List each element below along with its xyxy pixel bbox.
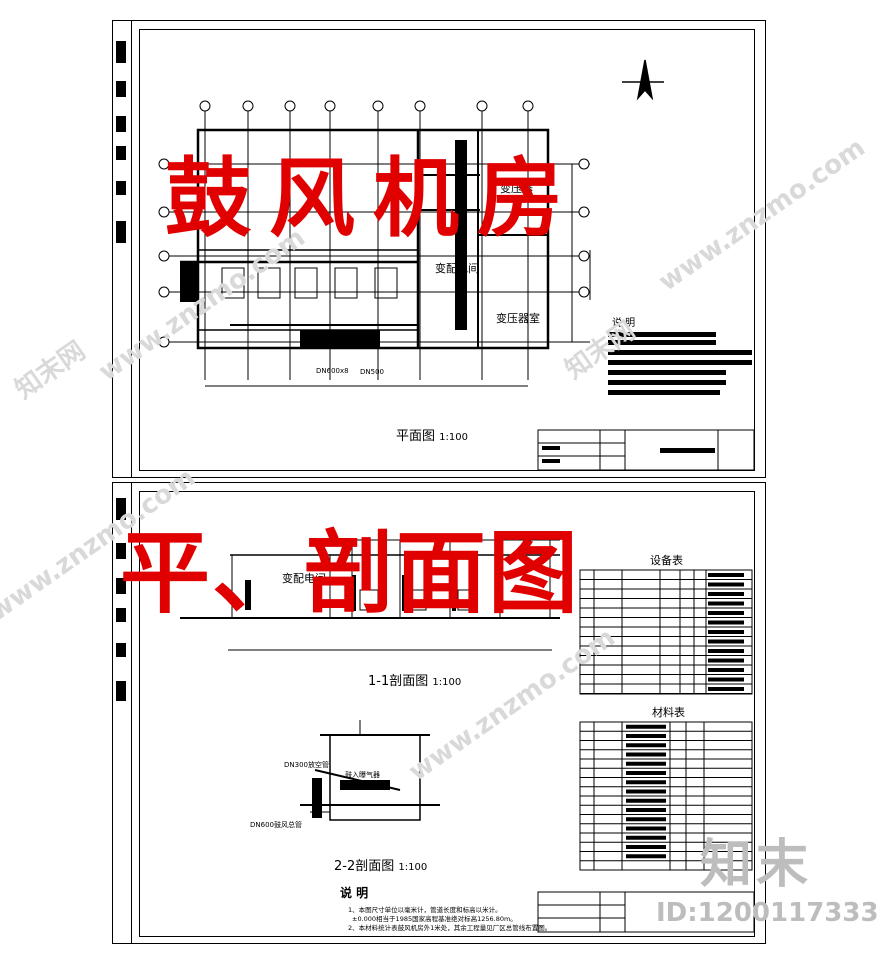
brand-id: ID:1200117333: [656, 898, 879, 928]
sheet-sidebar: [113, 21, 132, 477]
equipment-table-heading: 设备表: [650, 554, 683, 567]
plan-pipe-label-1: DN600x8: [316, 367, 349, 375]
notes-heading: 说 明: [340, 886, 369, 900]
sheet-sidebar-2: [113, 483, 132, 943]
section2-label-vent: DN300放空管: [284, 761, 329, 769]
notes-line-2: ±0.000相当于1985国家高程基准绝对标高1256.80m。: [352, 915, 517, 923]
title-top: 鼓风机房: [165, 148, 581, 249]
plan-pipe-label-2: DN500: [360, 368, 384, 376]
watermark-6: 知末网: [9, 335, 91, 406]
section2-caption: 2-2剖面图 1:100: [334, 859, 428, 874]
section1-caption: 1-1剖面图 1:100: [368, 674, 462, 689]
section2-label-aerator: 鼓入曝气器: [345, 771, 380, 779]
plan-caption: 平面图 1:100: [396, 429, 468, 444]
plan-room-transformer-1: 变压器: [500, 182, 533, 195]
notes-line-3: 2、本材料统计表鼓风机房外1米处，其余工程量见厂区总管线布置图。: [348, 924, 552, 932]
title-bottom: 平、剖面图: [120, 520, 580, 626]
material-table-heading: 材料表: [652, 706, 685, 719]
section-drawing-frame: [139, 491, 755, 937]
notes-line-1: 1、本图尺寸单位以毫米计，管道长度和标高以米计。: [348, 906, 502, 914]
plan-room-power: 变配电间: [435, 262, 479, 275]
section1-room-power: 变配电间: [282, 572, 326, 585]
plan-notes-heading: 说 明: [612, 318, 636, 329]
section2-label-main: DN600鼓风总管: [250, 821, 302, 829]
plan-room-transformer-2: 变压器室: [496, 312, 540, 325]
brand-logo: 知末: [700, 835, 813, 895]
plan-drawing-frame: [139, 29, 755, 471]
